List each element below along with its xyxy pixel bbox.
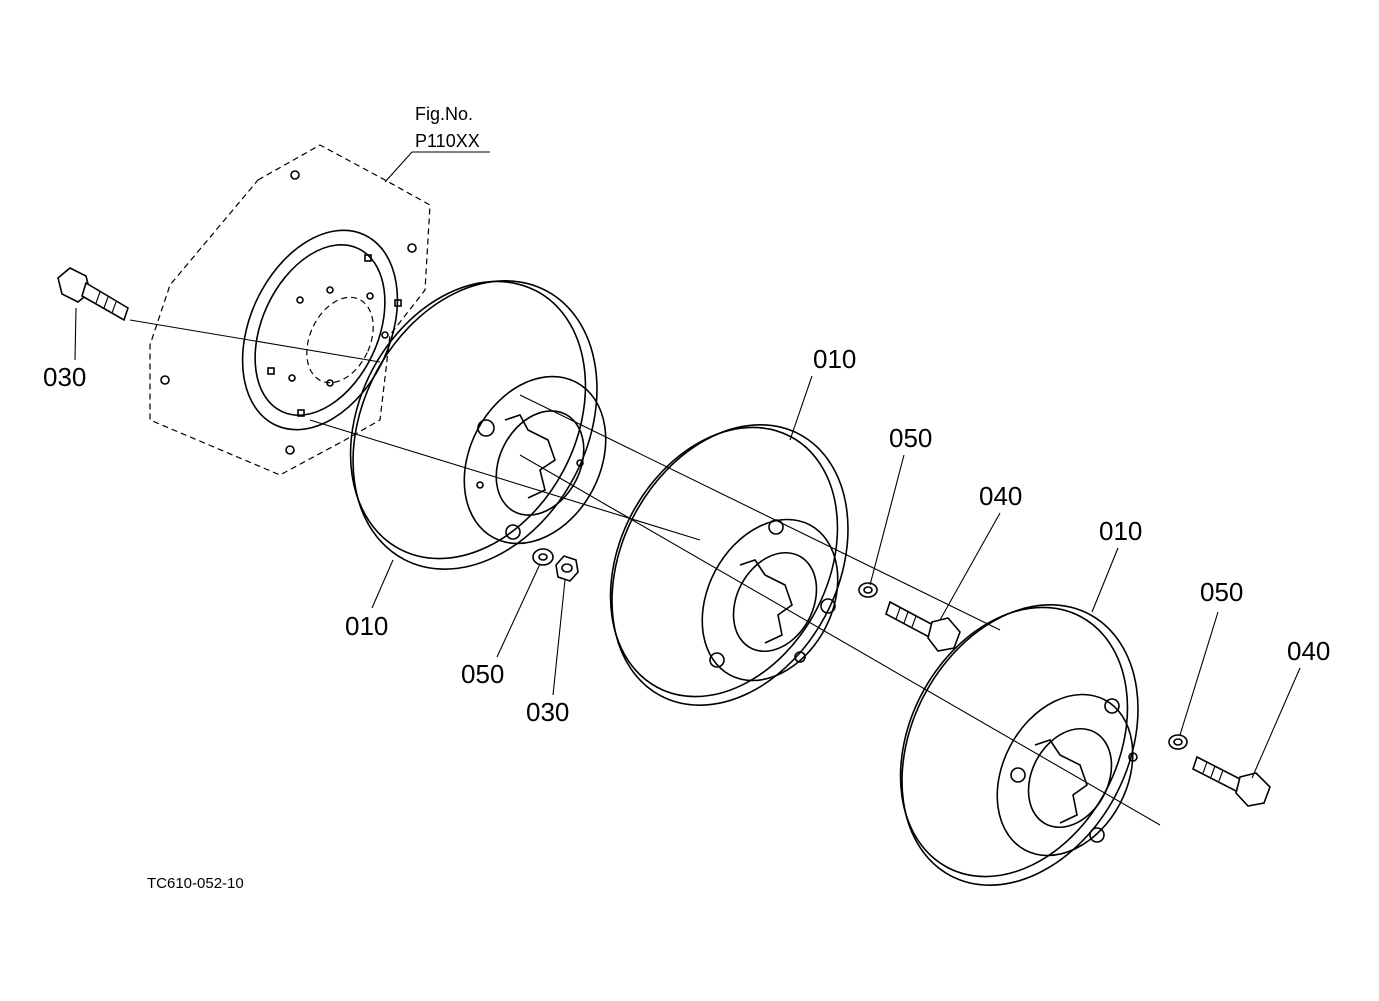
callout-washer-1: 050 [461, 659, 504, 689]
wheel-weight-3 [899, 604, 1139, 886]
axis-lines [129, 319, 1161, 826]
leader-lines [74, 151, 1301, 779]
callout-weight-2: 010 [813, 344, 856, 374]
callout-washer-3: 050 [1200, 577, 1243, 607]
wheel-weight-1 [349, 280, 607, 570]
callout-weight-3: 010 [1099, 516, 1142, 546]
bolt-3 [1192, 755, 1271, 807]
hub-plate [149, 144, 431, 476]
fig-ref-number: P110XX [415, 131, 480, 151]
callout-bolt-2: 040 [979, 481, 1022, 511]
callout-bolt-left: 030 [43, 362, 86, 392]
callout-bolt-3: 040 [1287, 636, 1330, 666]
callout-weight-1: 010 [345, 611, 388, 641]
callout-nut-1: 030 [526, 697, 569, 727]
bolt-left [57, 267, 129, 322]
washer-1 [532, 548, 554, 566]
washer-3 [1168, 734, 1188, 750]
fig-ref-label: Fig.No. [415, 104, 473, 124]
nut-1 [555, 555, 579, 582]
callout-washer-2: 050 [889, 423, 932, 453]
wheel-weight-2 [609, 424, 849, 706]
bolt-2 [885, 600, 961, 652]
washer-2 [858, 582, 878, 598]
diagram-code: TC610-052-10 [147, 875, 244, 892]
